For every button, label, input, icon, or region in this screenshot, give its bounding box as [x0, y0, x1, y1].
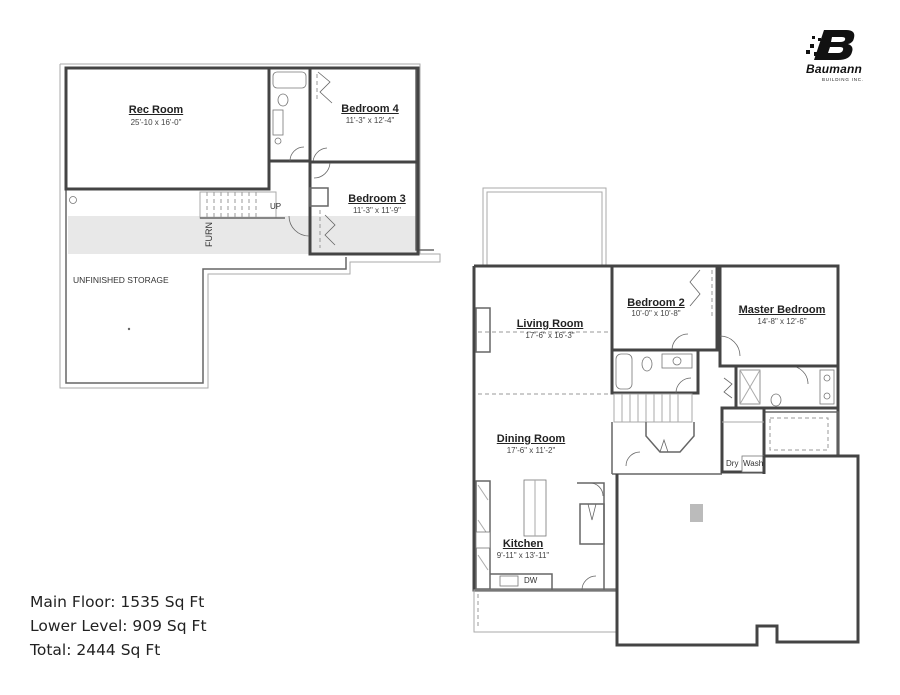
- room-dim-dining-room: 17'-6" x 11'-2": [506, 446, 556, 455]
- label-furnace: FURN: [204, 222, 214, 247]
- label-dishwasher: DW: [524, 576, 538, 585]
- room-dim-bedroom-2: 10'-0" x 10'-8": [631, 309, 681, 318]
- room-name-bedroom-4: Bedroom 4: [341, 103, 399, 115]
- lower-level-plan: [59, 63, 441, 389]
- room-dim-bedroom-3: 11'-3" x 11'-9": [352, 206, 402, 215]
- room-name-bedroom-2: Bedroom 2: [627, 297, 685, 309]
- lower-level-sqft: Lower Level: 909 Sq Ft: [30, 617, 207, 635]
- room-name-master-bedroom: Master Bedroom: [738, 304, 826, 316]
- room-name-living-room: Living Room: [516, 318, 584, 330]
- square-footage-summary: Main Floor: 1535 Sq Ft Lower Level: 909 …: [30, 590, 207, 662]
- main-stairs: [613, 393, 693, 423]
- b-letter-logo-icon: [806, 30, 855, 60]
- room-dim-master-bedroom: 14'-8" x 12'-6": [757, 317, 807, 326]
- brand-name: Baumann: [806, 62, 863, 76]
- label-unfinished-storage: UNFINISHED STORAGE: [73, 275, 169, 285]
- room-name-rec-room: Rec Room: [128, 104, 184, 116]
- label-washer: Wash: [743, 459, 764, 468]
- room-dim-rec-room: 25'-10 x 16'-0": [130, 118, 182, 127]
- room-name-dining-room: Dining Room: [496, 433, 566, 445]
- label-stairs-up: UP: [270, 202, 282, 211]
- room-name-bedroom-3: Bedroom 3: [348, 193, 406, 205]
- label-dryer: Dry: [726, 459, 739, 468]
- lower-stairs: [199, 191, 285, 219]
- room-dim-living-room: 17'-6" x 16'-3": [525, 331, 575, 340]
- brand-subtitle: BUILDING INC.: [822, 77, 864, 82]
- room-dim-kitchen: 9'-11" x 13'-11": [496, 551, 550, 560]
- main-floor-plan: [472, 187, 860, 647]
- room-dim-bedroom-4: 11'-3" x 12'-4": [345, 116, 395, 125]
- main-floor-sqft: Main Floor: 1535 Sq Ft: [30, 593, 205, 611]
- total-sqft: Total: 2444 Sq Ft: [30, 641, 161, 659]
- room-name-kitchen: Kitchen: [502, 538, 544, 550]
